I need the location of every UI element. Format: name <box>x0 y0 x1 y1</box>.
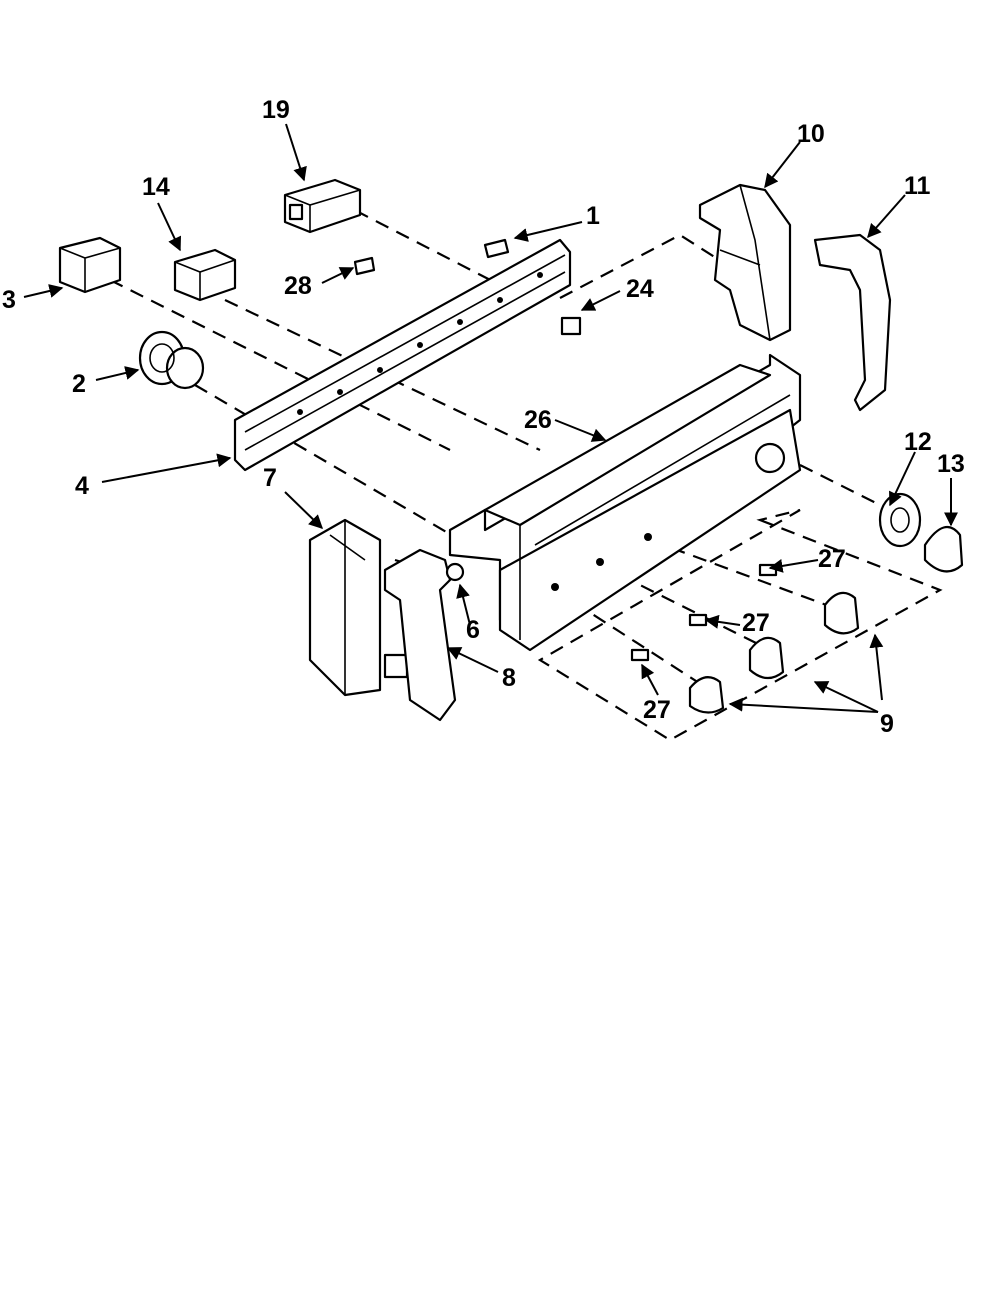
part-9-knob-middle <box>748 636 785 680</box>
callout-labels: 1 2 3 4 6 7 8 9 10 11 12 13 14 19 24 26 … <box>2 96 965 738</box>
callout-3: 3 <box>2 286 16 314</box>
callout-12: 12 <box>904 428 932 456</box>
part-28-screw <box>353 256 376 276</box>
callout-24: 24 <box>626 275 654 303</box>
callout-27-lower: 27 <box>643 696 671 724</box>
callout-28: 28 <box>284 272 312 300</box>
part-2-rotary-switch <box>138 330 205 390</box>
part-9-knob-upper <box>823 591 860 635</box>
part-24-nut <box>560 316 582 336</box>
callout-14: 14 <box>142 173 170 201</box>
callout-1: 1 <box>586 202 600 230</box>
callout-27-middle: 27 <box>742 609 770 637</box>
callout-26: 26 <box>524 406 552 434</box>
part-4-bracket <box>233 238 572 472</box>
callout-9: 9 <box>880 710 894 738</box>
part-27-springs <box>630 563 778 662</box>
part-3-switch <box>58 236 122 294</box>
part-6-plug <box>445 562 465 582</box>
part-14-switch <box>173 248 237 302</box>
callout-13: 13 <box>937 450 965 478</box>
part-1-screw <box>483 238 510 259</box>
part-13-knob <box>923 525 964 573</box>
callout-4: 4 <box>75 472 89 500</box>
part-26-console <box>448 353 802 652</box>
callout-19: 19 <box>262 96 290 124</box>
part-7-end-cap <box>308 518 409 697</box>
leader-lines <box>23 123 958 713</box>
callout-11: 11 <box>904 172 931 200</box>
callout-8: 8 <box>502 664 516 692</box>
part-11-end-cap <box>813 233 892 412</box>
callout-2: 2 <box>72 370 86 398</box>
callout-27-upper: 27 <box>818 545 846 573</box>
part-10-end-cap <box>698 183 792 342</box>
callout-10: 10 <box>797 120 825 148</box>
callout-6: 6 <box>466 616 480 644</box>
part-9-knob-lower <box>688 676 725 714</box>
part-12-dial <box>878 492 922 548</box>
part-8-end-cap <box>383 548 457 722</box>
part-19-switch <box>283 178 362 234</box>
callout-7: 7 <box>263 464 277 492</box>
